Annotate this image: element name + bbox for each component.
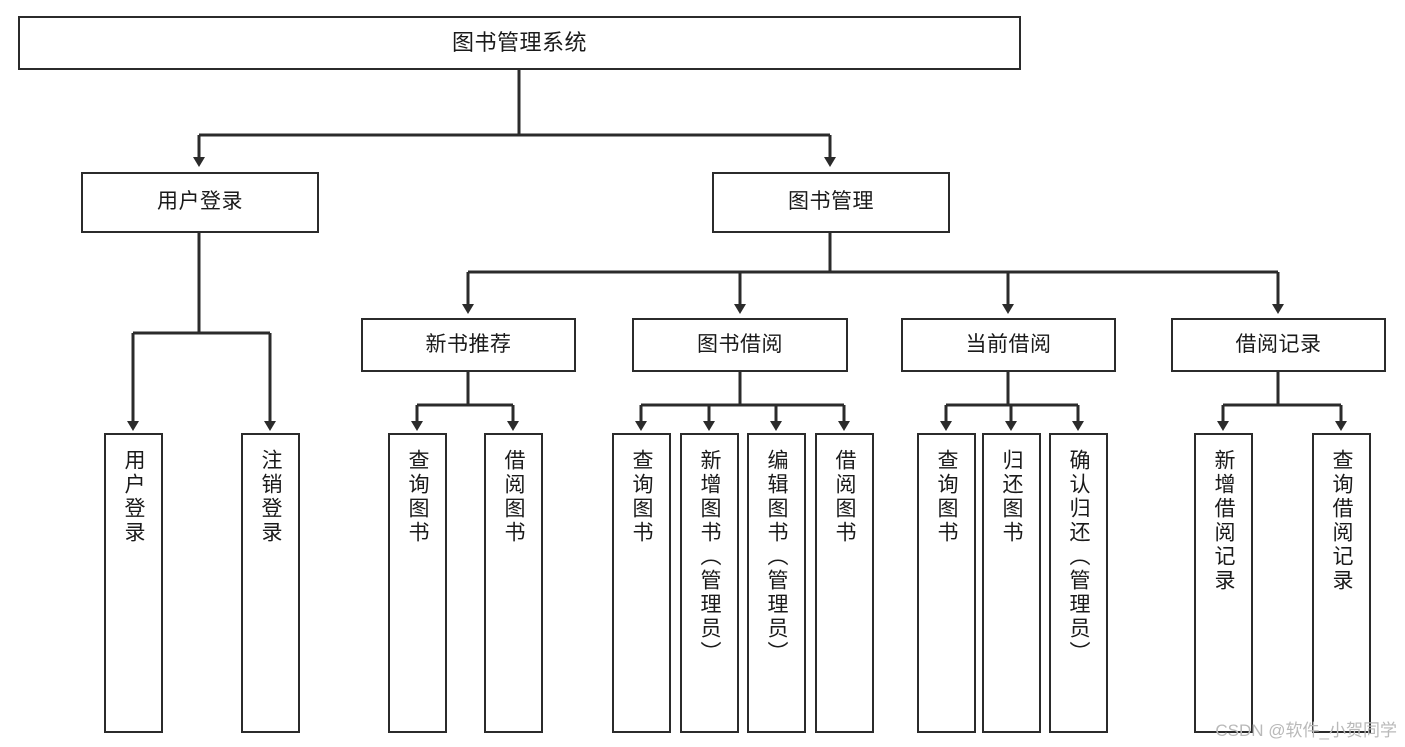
node-leaf-add-borrow-record[interactable]: 新增借阅记录 xyxy=(1194,433,1253,733)
node-leaf-user-login[interactable]: 用户登录 xyxy=(104,433,163,733)
node-label: 图书借阅 xyxy=(697,332,783,356)
node-label: 新书推荐 xyxy=(425,332,512,356)
node-leaf-borrow-book[interactable]: 借阅图书 xyxy=(815,433,874,733)
node-borrow-record[interactable]: 借阅记录 xyxy=(1171,318,1386,372)
node-leaf-return-book[interactable]: 归还图书 xyxy=(982,433,1041,733)
node-label: 查询图书 xyxy=(935,449,958,545)
node-label: 确认归还（管理员） xyxy=(1067,449,1090,665)
node-label: 图书管理系统 xyxy=(451,30,587,56)
node-leaf-query-borrow-record[interactable]: 查询借阅记录 xyxy=(1312,433,1371,733)
node-new-book-recommend[interactable]: 新书推荐 xyxy=(361,318,576,372)
node-leaf-edit-book-admin[interactable]: 编辑图书（管理员） xyxy=(747,433,806,733)
node-label: 归还图书 xyxy=(1000,449,1023,545)
node-label: 当前借阅 xyxy=(965,332,1052,356)
node-label: 用户登录 xyxy=(122,449,145,545)
node-label: 用户登录 xyxy=(157,190,243,214)
node-leaf-confirm-return-admin[interactable]: 确认归还（管理员） xyxy=(1049,433,1108,733)
node-label: 新增借阅记录 xyxy=(1212,449,1235,593)
node-leaf-borrow-book-recommend[interactable]: 借阅图书 xyxy=(484,433,543,733)
node-label: 查询借阅记录 xyxy=(1330,449,1353,593)
node-user-login[interactable]: 用户登录 xyxy=(81,172,319,233)
node-root-book-management-system[interactable]: 图书管理系统 xyxy=(18,16,1021,70)
node-label: 编辑图书（管理员） xyxy=(765,449,788,665)
node-book-management[interactable]: 图书管理 xyxy=(712,172,950,233)
node-book-borrow[interactable]: 图书借阅 xyxy=(632,318,848,372)
node-leaf-query-book-recommend[interactable]: 查询图书 xyxy=(388,433,447,733)
node-leaf-query-book-current[interactable]: 查询图书 xyxy=(917,433,976,733)
node-leaf-logout[interactable]: 注销登录 xyxy=(241,433,300,733)
node-leaf-query-book-borrow[interactable]: 查询图书 xyxy=(612,433,671,733)
node-label: 借阅图书 xyxy=(502,449,525,545)
node-label: 图书管理 xyxy=(788,190,874,214)
node-current-borrow[interactable]: 当前借阅 xyxy=(901,318,1116,372)
node-label: 新增图书（管理员） xyxy=(698,449,721,665)
node-label: 注销登录 xyxy=(259,449,282,545)
node-label: 查询图书 xyxy=(406,449,429,545)
node-label: 借阅记录 xyxy=(1235,332,1322,356)
node-label: 借阅图书 xyxy=(833,449,856,545)
node-label: 查询图书 xyxy=(630,449,653,545)
node-leaf-add-book-admin[interactable]: 新增图书（管理员） xyxy=(680,433,739,733)
